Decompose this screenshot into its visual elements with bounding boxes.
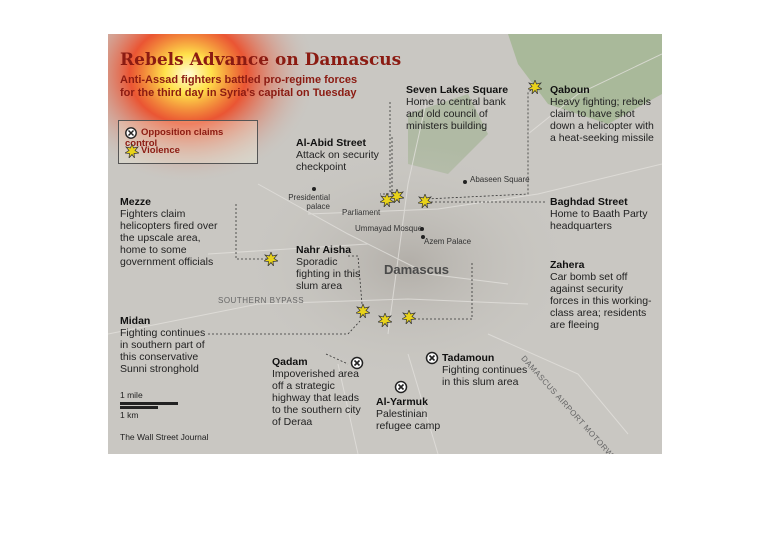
- place-ummayad: Ummayad Mosque: [355, 224, 423, 233]
- place-dot: [421, 235, 425, 239]
- place-parliament: Parliament: [342, 208, 381, 217]
- burst-icon: [402, 310, 416, 324]
- credit: The Wall Street Journal: [120, 432, 209, 442]
- burst-icon: [390, 189, 404, 203]
- city-label: Damascus: [384, 262, 450, 277]
- map-title: Rebels Advance on Damascus: [120, 50, 402, 70]
- heat-glow: [108, 34, 318, 184]
- x-circle-icon: [425, 351, 439, 365]
- green-area: [508, 34, 662, 124]
- legend-opposition: Opposition claims control: [125, 127, 224, 149]
- map-background: [108, 34, 662, 454]
- scale-km: 1 km: [120, 410, 139, 420]
- map-panel: Rebels Advance on Damascus Anti-Assad fi…: [108, 34, 662, 454]
- burst-icon: [380, 193, 394, 207]
- burst-icon: [125, 144, 139, 158]
- burst-icon: [378, 313, 392, 327]
- burst-icon: [264, 252, 278, 266]
- place-dot: [420, 227, 424, 231]
- map-subtitle: Anti-Assad fighters battled pro-regime f…: [120, 74, 358, 99]
- scale-mile: 1 mile: [120, 390, 143, 400]
- place-dot: [312, 187, 316, 191]
- x-circle-icon: [394, 380, 408, 394]
- x-circle-icon: [350, 356, 364, 370]
- place-presidential-palace: Presidential palace: [288, 193, 330, 211]
- legend: Opposition claims control Violence: [118, 120, 258, 164]
- burst-icon: [356, 304, 370, 318]
- burst-icon: [528, 80, 542, 94]
- x-circle-icon: [125, 127, 137, 139]
- place-azem: Azem Palace: [424, 237, 472, 246]
- legend-violence: Violence: [125, 144, 180, 158]
- burst-icon: [418, 194, 432, 208]
- place-abaseen: Abaseen Square: [470, 175, 530, 184]
- place-dot: [463, 180, 467, 184]
- road-southern-bypass: SOUTHERN BYPASS: [218, 296, 305, 305]
